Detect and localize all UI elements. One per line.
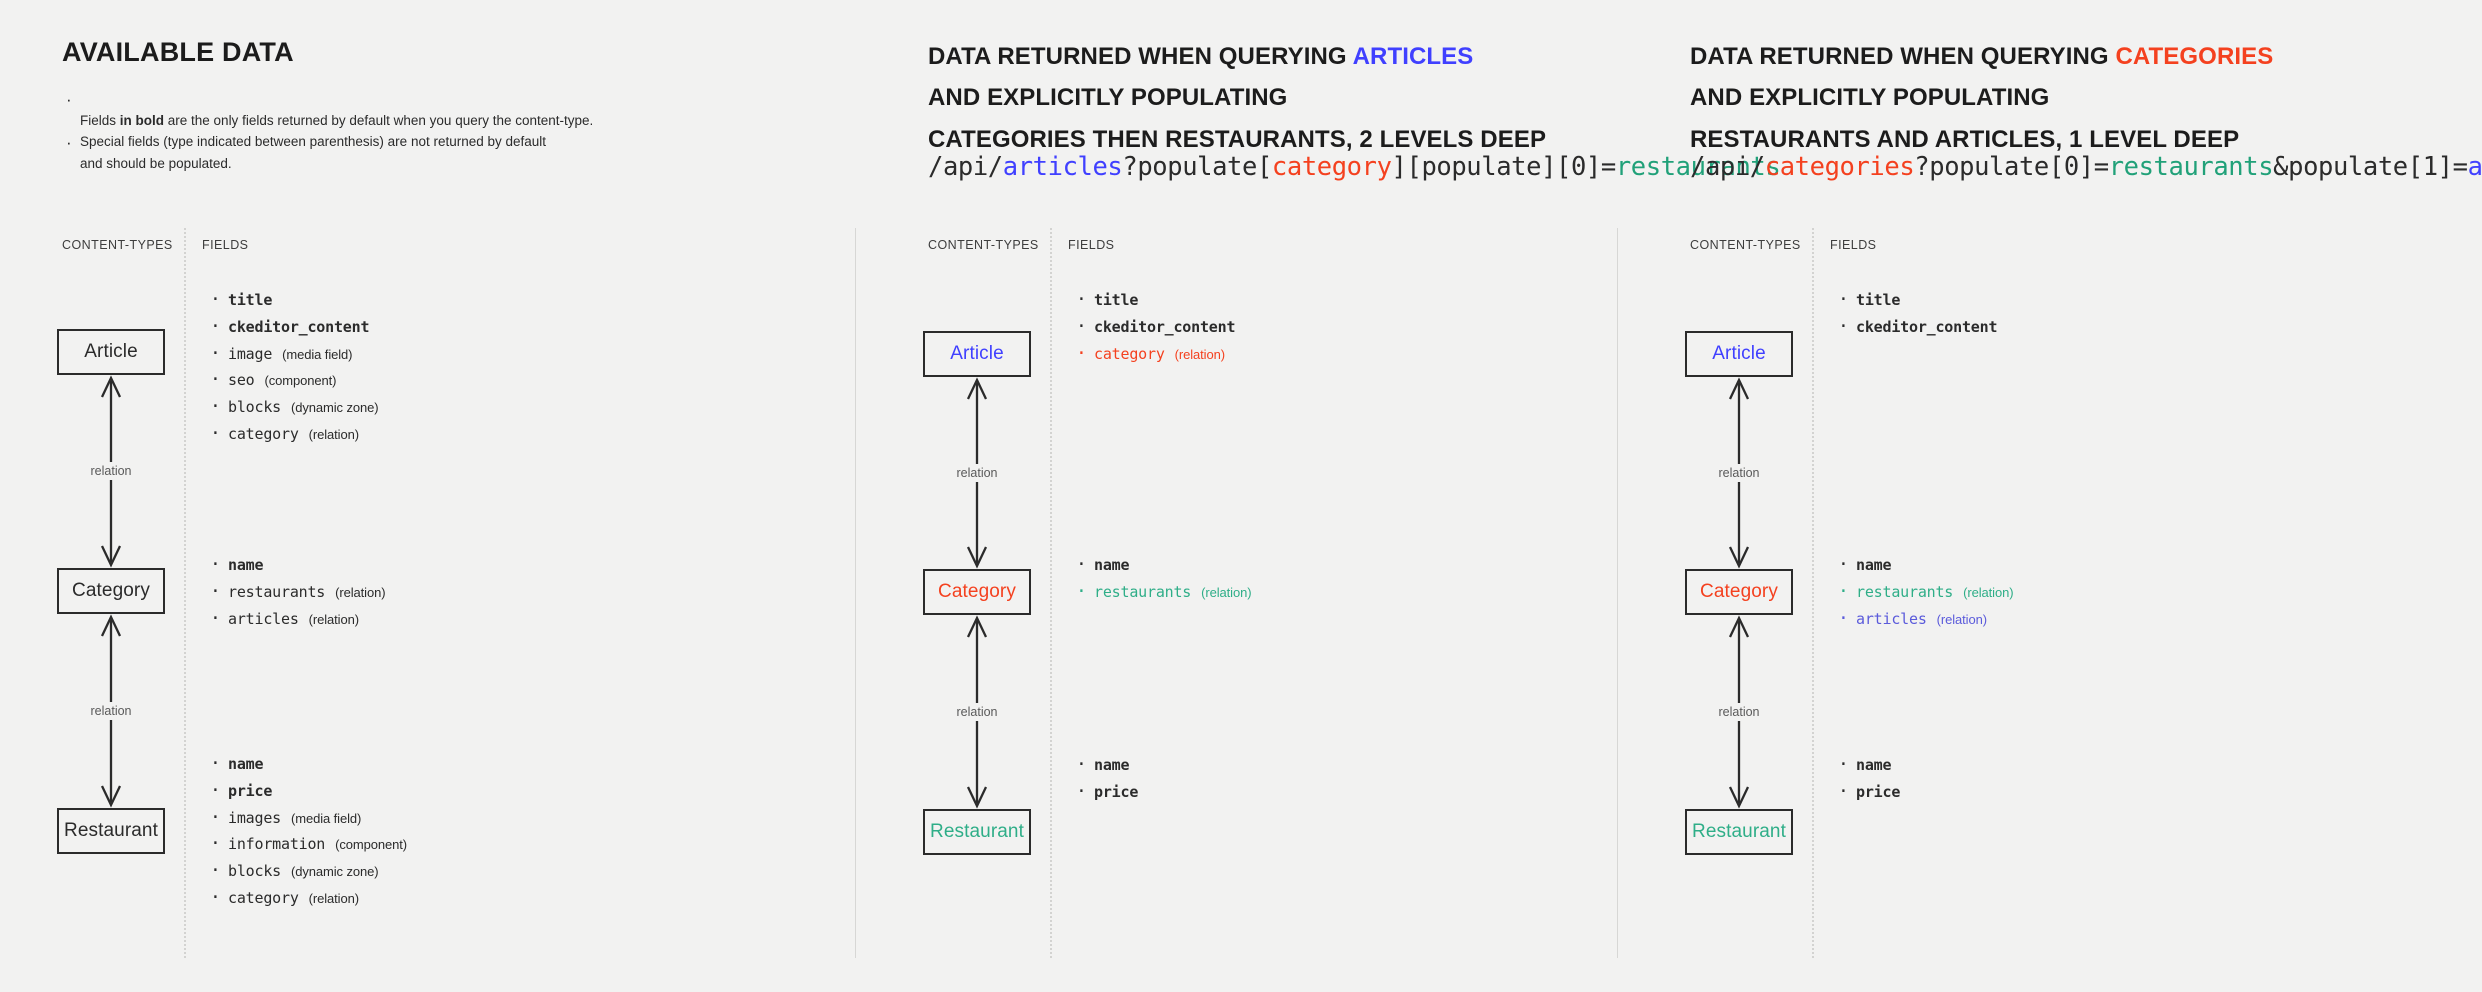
column-header-fields: FIELDS bbox=[1830, 238, 1877, 252]
heading-highlight-categories: CATEGORIES bbox=[2115, 43, 2274, 70]
entity-box-category[interactable]: Category bbox=[923, 569, 1031, 615]
field-row: ckeditor_content bbox=[205, 312, 379, 343]
field-list-restaurant: name price bbox=[1833, 750, 1910, 808]
page-title: AVAILABLE DATA bbox=[62, 37, 294, 67]
panel-one-header: AVAILABLE DATA Fields in bold are the on… bbox=[62, 36, 842, 175]
column-divider-dotted bbox=[184, 228, 186, 958]
field-list-article: title ckeditor_content image(media field… bbox=[205, 285, 379, 450]
field-row: title bbox=[1833, 285, 2007, 316]
column-header-fields: FIELDS bbox=[1068, 238, 1115, 252]
field-row: name bbox=[1071, 750, 1148, 781]
field-row: price bbox=[1071, 777, 1148, 808]
legend-note-bold-b: in bold bbox=[119, 112, 165, 128]
relation-label: relation bbox=[952, 703, 1002, 721]
panel-two-heading-line-3: CATEGORIES THEN RESTAURANTS, 2 LEVELS DE… bbox=[928, 125, 1547, 153]
legend-note-bold-c: are the only fields returned by default … bbox=[164, 112, 594, 128]
entity-box-restaurant[interactable]: Restaurant bbox=[923, 809, 1031, 855]
panel-two-heading-line-2: AND EXPLICITLY POPULATING bbox=[928, 84, 1288, 112]
relation-label: relation bbox=[86, 702, 136, 720]
column-header-content-types: CONTENT-TYPES bbox=[1690, 238, 1801, 252]
field-row: blocks(dynamic zone) bbox=[205, 392, 379, 423]
field-list-category: name restaurants(relation) articles(rela… bbox=[205, 550, 386, 635]
field-row: price bbox=[205, 776, 407, 807]
field-row: blocks(dynamic zone) bbox=[205, 856, 407, 887]
entity-box-category[interactable]: Category bbox=[1685, 569, 1793, 615]
legend-note-bold-a: Fields bbox=[80, 112, 120, 128]
entity-box-restaurant[interactable]: Restaurant bbox=[57, 808, 165, 854]
field-list-restaurant: name price images(media field) informati… bbox=[205, 749, 407, 914]
entity-box-restaurant[interactable]: Restaurant bbox=[1685, 809, 1793, 855]
column-divider-dotted bbox=[1050, 228, 1052, 958]
relation-connector-category-restaurant: relation bbox=[1714, 615, 1764, 809]
field-row: ckeditor_content bbox=[1071, 312, 1245, 343]
column-divider-dotted bbox=[1812, 228, 1814, 958]
entity-box-article[interactable]: Article bbox=[57, 329, 165, 375]
legend-note-special: Special fields (type indicated between p… bbox=[62, 129, 842, 175]
field-row: title bbox=[1071, 285, 1245, 316]
relation-connector-article-category: relation bbox=[952, 377, 1002, 569]
panel-two-heading-line-1: DATA RETURNED WHEN QUERYING ARTICLES bbox=[928, 43, 1474, 70]
relation-label: relation bbox=[1714, 703, 1764, 721]
field-row: articles(relation) bbox=[1833, 604, 2013, 635]
api-url-articles: /api/articles?populate[category][populat… bbox=[928, 152, 1781, 182]
field-row: name bbox=[205, 749, 407, 780]
relation-connector-category-restaurant: relation bbox=[952, 615, 1002, 809]
field-row: restaurants(relation) bbox=[205, 577, 386, 608]
relation-connector-category-restaurant: relation bbox=[86, 614, 136, 808]
field-row: image(media field) bbox=[205, 339, 379, 370]
panel-divider bbox=[855, 228, 856, 958]
entity-box-category[interactable]: Category bbox=[57, 568, 165, 614]
field-list-restaurant: name price bbox=[1071, 750, 1148, 808]
field-row: name bbox=[1833, 750, 1910, 781]
heading-highlight-articles: ARTICLES bbox=[1352, 43, 1474, 70]
column-header-content-types: CONTENT-TYPES bbox=[928, 238, 1039, 252]
relation-connector-article-category: relation bbox=[86, 375, 136, 568]
column-header-content-types: CONTENT-TYPES bbox=[62, 238, 173, 252]
relation-connector-article-category: relation bbox=[1714, 377, 1764, 569]
panel-two-header: DATA RETURNED WHEN QUERYING ARTICLES AND… bbox=[928, 36, 1708, 160]
panel-query-categories: DATA RETURNED WHEN QUERYING CATEGORIES A… bbox=[1617, 0, 2482, 992]
panel-three-heading-line-2: AND EXPLICITLY POPULATING bbox=[1690, 84, 2050, 112]
field-list-article: title ckeditor_content bbox=[1833, 285, 2007, 343]
field-row: title bbox=[205, 285, 379, 316]
panel-three-heading-line-3: RESTAURANTS AND ARTICLES, 1 LEVEL DEEP bbox=[1690, 125, 2240, 153]
panel-three-heading-line-1: DATA RETURNED WHEN QUERYING CATEGORIES bbox=[1690, 43, 2274, 70]
field-list-category: name restaurants(relation) bbox=[1071, 550, 1252, 608]
field-list-category: name restaurants(relation) articles(rela… bbox=[1833, 550, 2014, 635]
field-row: category(relation) bbox=[1071, 339, 1245, 370]
field-row: seo(component) bbox=[205, 365, 379, 396]
field-row: ckeditor_content bbox=[1833, 312, 2007, 343]
relation-label: relation bbox=[1714, 464, 1764, 482]
legend-notes: Fields in bold are the only fields retur… bbox=[62, 86, 842, 175]
field-row: articles(relation) bbox=[205, 604, 385, 635]
field-row: name bbox=[1833, 550, 2013, 581]
field-row: name bbox=[1071, 550, 1251, 581]
field-row: information(component) bbox=[205, 829, 407, 860]
field-row: price bbox=[1833, 777, 1910, 808]
api-url-categories: /api/categories?populate[0]=restaurants&… bbox=[1690, 152, 2482, 182]
field-row: category(relation) bbox=[205, 419, 379, 450]
column-header-fields: FIELDS bbox=[202, 238, 249, 252]
field-list-article: title ckeditor_content category(relation… bbox=[1071, 285, 1245, 370]
field-row: name bbox=[205, 550, 385, 581]
field-row: restaurants(relation) bbox=[1071, 577, 1252, 608]
field-row: category(relation) bbox=[205, 883, 407, 914]
field-row: restaurants(relation) bbox=[1833, 577, 2014, 608]
legend-note-bold: Fields in bold are the only fields retur… bbox=[62, 86, 842, 132]
relation-label: relation bbox=[86, 462, 136, 480]
entity-box-article[interactable]: Article bbox=[923, 331, 1031, 377]
panel-divider bbox=[1617, 228, 1618, 958]
field-row: images(media field) bbox=[205, 803, 407, 834]
panel-available-data: AVAILABLE DATA Fields in bold are the on… bbox=[0, 0, 855, 992]
panel-three-header: DATA RETURNED WHEN QUERYING CATEGORIES A… bbox=[1690, 36, 2470, 160]
panel-query-articles: DATA RETURNED WHEN QUERYING ARTICLES AND… bbox=[855, 0, 1781, 992]
relation-label: relation bbox=[952, 464, 1002, 482]
entity-box-article[interactable]: Article bbox=[1685, 331, 1793, 377]
